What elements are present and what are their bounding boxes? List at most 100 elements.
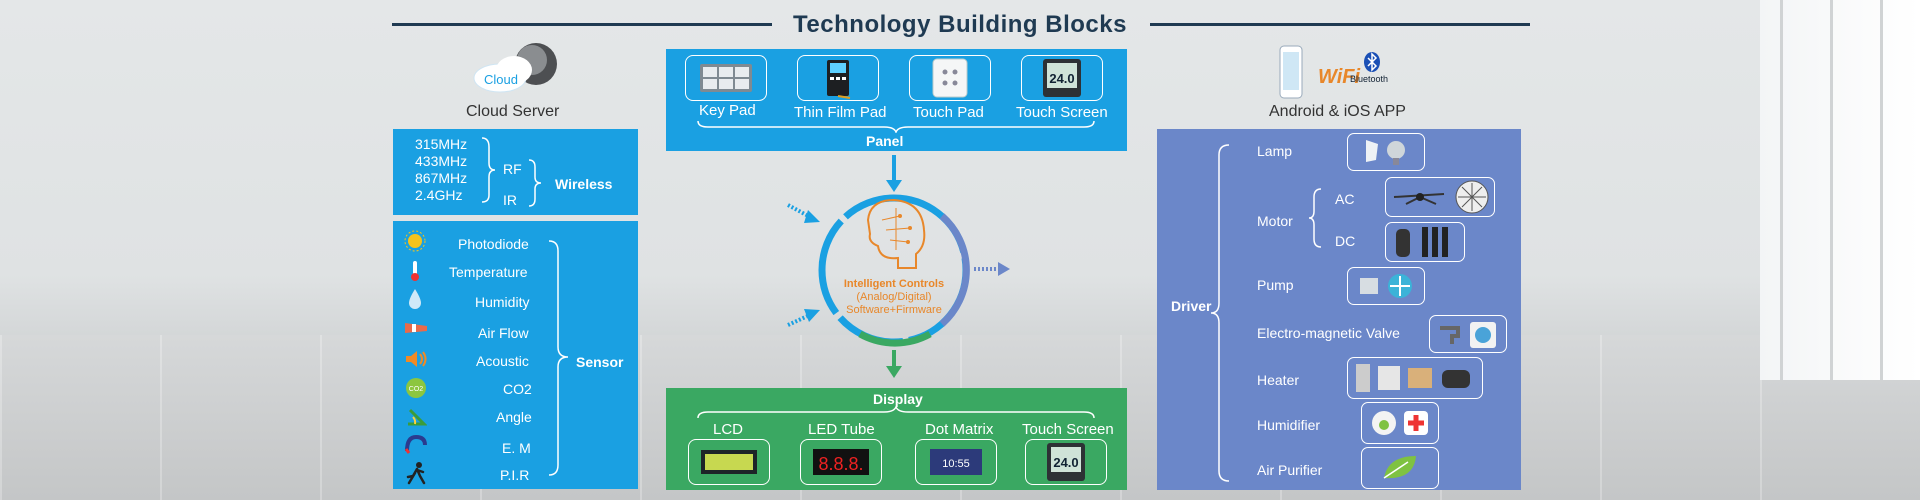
panel-box: 24.0 Key Pad Thin Film Pad Touch Pad Tou… [666,49,1127,151]
svg-text:CO2: CO2 [409,386,424,393]
lcd-icon [701,450,757,474]
touch-screen-icon: 24.0 [1043,59,1081,97]
touch-pad-box [909,55,991,101]
core-diagram [787,155,1010,368]
heater-box [1347,357,1483,399]
keypad-icon [700,64,752,92]
sensor-temperature: Temperature [449,264,528,280]
ac-motor-box [1385,177,1495,217]
display-box: Display LCD LED Tube Dot Matrix Touch Sc… [666,388,1127,490]
led-tube-icon: 8.8.8. [813,449,869,475]
pump-icon [1360,274,1412,298]
panel-touch-pad-label: Touch Pad [913,104,984,121]
core-line3: Software+Firmware [846,304,942,316]
core-line1: Intelligent Controls [843,278,945,290]
display-lcd-label: LCD [713,421,744,438]
core-text: Intelligent Controls (Analog/Digital) So… [834,278,954,317]
dot-matrix-icon: 10:55 [930,449,982,475]
type-brace [528,159,542,207]
touch-digits: 24.0 [1053,455,1078,470]
humidifier-box [1361,402,1439,444]
dot-digits: 10:55 [942,458,970,470]
co2-icon: CO2 [406,378,426,398]
page-title: Technology Building Blocks [793,11,1127,38]
freq-24: 2.4GHz [415,187,463,203]
app-icons: WiFi Bluetooth [1278,44,1428,104]
bluetooth-icon [1364,52,1380,72]
keypad-box [685,55,767,101]
dc-motor-box [1385,222,1465,262]
bulb-icon [1366,140,1405,165]
heater-icon [1356,364,1470,392]
app-label: Android & iOS APP [1269,103,1406,120]
type-ir: IR [503,192,517,208]
driver-heater: Heater [1257,372,1300,388]
display-touch-box: 24.0 [1025,439,1107,485]
freq-brace [481,137,496,203]
wifi-icon: WiFi [1318,66,1361,88]
motor-brace [1308,188,1322,248]
driver-lamp: Lamp [1257,143,1293,159]
type-rf: RF [503,161,522,177]
freq-867: 867MHz [415,170,468,186]
title-rule-left [392,23,772,26]
phone-icon [1279,45,1303,99]
panel-thin-film-label: Thin Film Pad [794,104,887,121]
magnet-icon [404,434,427,454]
display-led-label: LED Tube [808,421,875,438]
motor-dc: DC [1335,233,1356,249]
speaker-icon [406,351,427,367]
motor-ac: AC [1335,191,1355,207]
sensor-air-flow: Air Flow [478,325,529,341]
panel-label: Panel [866,133,904,149]
droplet-icon [409,289,421,309]
sun-icon [404,230,426,252]
svg-text:24.0: 24.0 [1049,71,1074,86]
touch-pad-icon [932,58,968,98]
wireless-label: Wireless [555,176,613,192]
panel-keypad-label: Key Pad [699,102,756,119]
driver-motor: Motor [1257,213,1293,229]
windsock-icon [405,323,427,333]
air-purifier-box [1361,447,1439,489]
valve-box [1429,315,1507,353]
wireless-box: 315MHz 433MHz 867MHz 2.4GHz RF IR Wirele… [393,129,638,215]
display-brace [697,406,1095,419]
driver-air-purifier: Air Purifier [1257,462,1323,478]
cloud-server-label: Cloud Server [466,103,560,120]
humidifier-icon [1372,411,1428,435]
title-rule-right [1150,23,1530,26]
touch-screen-icon: 24.0 [1047,443,1085,481]
sensor-brace [548,240,569,476]
driver-brace [1210,144,1230,482]
sensor-photodiode: Photodiode [458,236,529,252]
lcd-box [688,439,770,485]
panel-touch-screen-label: Touch Screen [1016,104,1108,121]
sensor-humidity: Humidity [475,294,530,310]
thin-film-pad-box [797,55,879,101]
display-touch-label: Touch Screen [1022,421,1114,438]
freq-433: 433MHz [415,153,468,169]
sensor-box: Photodiode Temperature Humidity Air Flow… [393,221,638,489]
bluetooth-label: Bluetooth [1350,74,1389,84]
driver-box: Driver Lamp Motor AC DC Pump Electro-mag… [1157,129,1521,490]
led-tube-box: 8.8.8. [800,439,882,485]
angle-icon [408,408,427,426]
driver-humidifier: Humidifier [1257,417,1321,433]
thermometer-icon [411,261,419,281]
leaf-icon [1383,456,1416,479]
sensor-co2: CO2 [503,381,532,397]
driver-valve: Electro-magnetic Valve [1257,325,1400,341]
window-background [1760,0,1920,380]
sensor-em: E. M [502,440,531,456]
sensor-angle: Angle [496,409,532,425]
lamp-box [1347,133,1425,171]
sensor-acoustic: Acoustic [476,353,529,369]
thin-film-pad-icon [827,60,851,99]
dc-appliance-icon [1396,227,1448,257]
pump-box [1347,267,1425,305]
dot-matrix-box: 10:55 [915,439,997,485]
panel-brace [697,120,1095,133]
cloud-icon: Cloud [468,40,563,95]
sensor-label: Sensor [576,354,624,370]
